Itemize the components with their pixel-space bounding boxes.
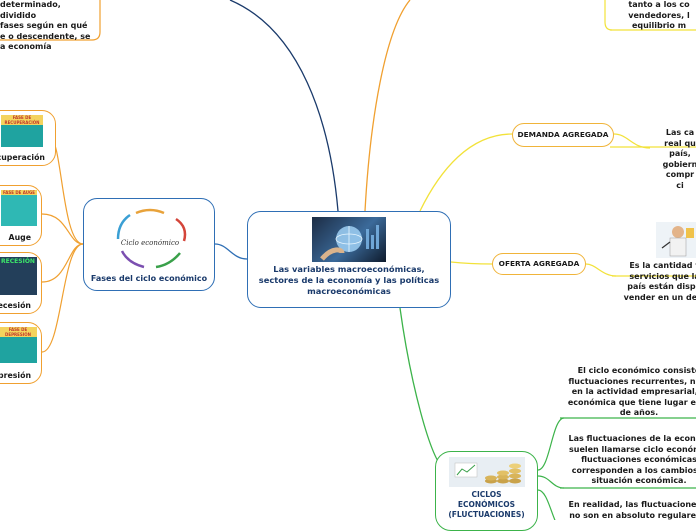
ciclos-note-2: Las fluctuaciones de la econom suelen ll… xyxy=(564,434,696,487)
phase-label: Recuperación xyxy=(0,153,45,162)
phase-image: FASE DE RECUPERACIÓN xyxy=(1,115,43,147)
note-line: El ciclo económico consiste xyxy=(564,366,696,377)
fases-node[interactable]: Ciclo económico Fases del ciclo económic… xyxy=(83,198,215,291)
top-left-note: determinado, dividido fases según en qué… xyxy=(0,0,98,53)
note-line: fluctuaciones económicas xyxy=(564,455,696,466)
note-line: de años. xyxy=(564,408,696,419)
note-line: vender en un deter xyxy=(622,293,696,304)
ciclos-title: CICLOS ECONÓMICOS (FLUCTUACIONES) xyxy=(438,490,535,520)
phase-depresion[interactable]: FASE DE DEPRESIÓN Depresión xyxy=(0,322,42,384)
central-topic[interactable]: Las variables macroeconómicas, sectores … xyxy=(247,211,451,308)
phase-image: FASE DE AUGE xyxy=(1,190,37,226)
phase-label: Depresión xyxy=(0,371,31,380)
phase-image: RECESIÓN xyxy=(0,257,37,295)
note-line: e o descendente, se xyxy=(0,32,98,43)
note-line: en la actividad empresarial, g xyxy=(564,387,696,398)
link-central-top-left xyxy=(230,0,338,211)
link-central-ciclos xyxy=(400,308,445,470)
phase-label: Auge xyxy=(9,233,31,242)
phase-recuperacion[interactable]: FASE DE RECUPERACIÓN Recuperación xyxy=(0,110,56,166)
coins-icon xyxy=(449,457,525,487)
phase-image: FASE DE DEPRESIÓN xyxy=(0,327,37,363)
central-title: Las variables macroeconómicas, sectores … xyxy=(254,264,444,297)
note-line: compr xyxy=(640,170,696,181)
note-line: Las fluctuaciones de la econom xyxy=(564,434,696,445)
link-central-fases xyxy=(215,244,247,259)
oferta-title: OFERTA AGREGADA xyxy=(499,259,580,268)
demanda-agregada-node[interactable]: DEMANDA AGREGADA xyxy=(512,123,614,147)
ciclos-note-1: El ciclo económico consiste fluctuacione… xyxy=(564,366,696,419)
note-line: tanto a los co xyxy=(614,0,696,11)
coins-image xyxy=(449,457,525,487)
note-line: gobiern xyxy=(640,160,696,171)
note-line: país están dispue xyxy=(622,282,696,293)
ciclos-economicos-node[interactable]: CICLOS ECONÓMICOS (FLUCTUACIONES) xyxy=(435,451,538,531)
phase-auge[interactable]: FASE DE AUGE Auge xyxy=(0,185,42,246)
note-line: corresponden a los cambios d xyxy=(564,466,696,477)
note-line: equilibrio m xyxy=(614,21,696,32)
person-icon xyxy=(656,222,696,258)
link-central-top-right xyxy=(365,0,410,211)
demanda-note: Las ca real qu país, gobiern compr ci xyxy=(640,128,696,191)
cycle-diagram: Ciclo económico xyxy=(84,201,216,273)
note-line: servicios que las xyxy=(622,272,696,283)
note-line: determinado, dividido xyxy=(0,0,98,21)
oferta-note: Es la cantidad to servicios que las país… xyxy=(622,261,696,303)
link-central-demanda xyxy=(420,134,512,211)
oferta-agregada-node[interactable]: OFERTA AGREGADA xyxy=(492,253,586,275)
title-line: (FLUCTUACIONES) xyxy=(438,510,535,520)
note-line: suelen llamarse ciclo económic xyxy=(564,445,696,456)
title-line: ECONÓMICOS xyxy=(438,500,535,510)
note-line: Es la cantidad to xyxy=(622,261,696,272)
note-line: real qu xyxy=(640,139,696,150)
note-line: a economía xyxy=(0,42,98,53)
note-line: vendedores, l xyxy=(614,11,696,22)
ciclos-note-3: En realidad, las fluctuaciones e no son … xyxy=(564,500,696,521)
globe-icon xyxy=(312,217,386,262)
demanda-title: DEMANDA AGREGADA xyxy=(517,130,608,139)
oferta-image xyxy=(656,222,696,258)
cycle-diagram-title: Ciclo económico xyxy=(121,239,179,247)
phase-image-caption: FASE DE DEPRESIÓN xyxy=(0,327,37,337)
note-line: En realidad, las fluctuaciones e xyxy=(564,500,696,511)
note-line: país, xyxy=(640,149,696,160)
note-line: no son en absoluto regulares y xyxy=(564,511,696,522)
note-line: ci xyxy=(640,181,696,192)
title-line: CICLOS xyxy=(438,490,535,500)
note-line: fases según en qué xyxy=(0,21,98,32)
note-line: fluctuaciones recurrentes, no p xyxy=(564,377,696,388)
globe-hand-image xyxy=(312,217,386,262)
link-oferta-note xyxy=(586,264,616,276)
top-right-note: tanto a los co vendedores, l equilibrio … xyxy=(614,0,696,32)
link-central-oferta xyxy=(451,262,492,264)
phase-label: Recesión xyxy=(0,301,31,310)
phase-image-caption: FASE DE AUGE xyxy=(1,190,37,195)
note-line: Las ca xyxy=(640,128,696,139)
note-line: situación económica. xyxy=(564,476,696,487)
note-line: económica que tiene lugar en u xyxy=(564,398,696,409)
phase-image-caption: RECESIÓN xyxy=(0,257,37,266)
phase-image-caption: FASE DE RECUPERACIÓN xyxy=(1,115,43,125)
phase-recesion[interactable]: RECESIÓN Recesión xyxy=(0,252,42,314)
fases-title: Fases del ciclo económico xyxy=(88,274,210,283)
